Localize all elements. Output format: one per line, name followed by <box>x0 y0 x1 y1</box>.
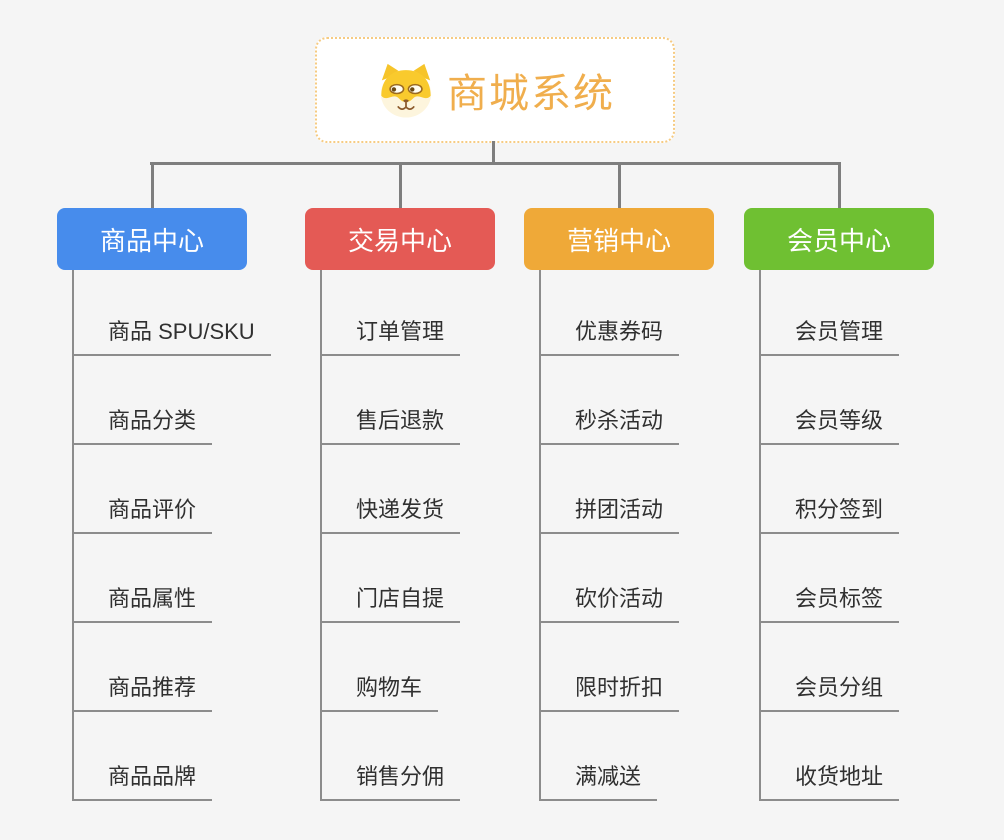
branch-header-marketing-center[interactable]: 营销中心 <box>524 208 714 270</box>
branch-header-member-center[interactable]: 会员中心 <box>744 208 934 270</box>
leaf-item-label: 商品评价 <box>74 492 213 534</box>
leaf-item[interactable]: 满减送 <box>541 712 679 801</box>
leaf-item-label: 收货地址 <box>761 759 900 801</box>
leaf-item[interactable]: 快递发货 <box>322 445 461 534</box>
leaf-item-label: 砍价活动 <box>541 581 680 623</box>
root-node[interactable]: 商城系统 <box>315 37 675 143</box>
root-stem-connector <box>492 141 495 163</box>
leaf-item[interactable]: 销售分佣 <box>322 712 461 801</box>
leaf-item-label: 商品分类 <box>74 403 213 445</box>
leaf-item-label: 购物车 <box>322 670 439 712</box>
leaf-item[interactable]: 售后退款 <box>322 356 461 445</box>
leaf-item-label: 订单管理 <box>322 314 461 356</box>
branch-bus-connector <box>150 162 841 165</box>
leaf-item-label: 会员标签 <box>761 581 900 623</box>
leaf-item[interactable]: 积分签到 <box>761 445 900 534</box>
leaf-item[interactable]: 会员等级 <box>761 356 900 445</box>
leaf-item[interactable]: 优惠券码 <box>541 270 680 356</box>
leaf-item[interactable]: 收货地址 <box>761 712 900 801</box>
branch-header-trade-center[interactable]: 交易中心 <box>305 208 495 270</box>
leaf-item-label: 商品推荐 <box>74 670 213 712</box>
branch-column-marketing-center: 优惠券码秒杀活动拼团活动砍价活动限时折扣满减送 <box>539 270 680 801</box>
leaf-item-label: 销售分佣 <box>322 759 461 801</box>
root-title: 商城系统 <box>447 72 615 116</box>
leaf-item-label: 满减送 <box>541 759 658 801</box>
branch-drop-connector <box>617 162 621 209</box>
leaf-item[interactable]: 会员分组 <box>761 623 900 712</box>
leaf-item[interactable]: 购物车 <box>322 623 460 712</box>
leaf-item[interactable]: 拼团活动 <box>541 445 680 534</box>
leaf-item-label: 门店自提 <box>322 581 461 623</box>
leaf-item[interactable]: 商品推荐 <box>74 623 271 712</box>
leaf-item[interactable]: 商品分类 <box>74 356 271 445</box>
branch-drop-connector <box>398 162 402 209</box>
leaf-item[interactable]: 会员标签 <box>761 534 900 623</box>
branch-drop-connector <box>150 162 154 209</box>
leaf-item-label: 秒杀活动 <box>541 403 680 445</box>
leaf-item[interactable]: 商品 SPU/SKU <box>74 270 271 356</box>
leaf-item[interactable]: 秒杀活动 <box>541 356 680 445</box>
leaf-item-label: 限时折扣 <box>541 670 680 712</box>
leaf-item[interactable]: 砍价活动 <box>541 534 680 623</box>
leaf-item-label: 快递发货 <box>322 492 461 534</box>
leaf-item-label: 商品品牌 <box>74 759 213 801</box>
branch-column-member-center: 会员管理会员等级积分签到会员标签会员分组收货地址 <box>759 270 900 801</box>
leaf-item-label: 优惠券码 <box>541 314 680 356</box>
leaf-item-label: 商品属性 <box>74 581 213 623</box>
leaf-item-label: 拼团活动 <box>541 492 680 534</box>
leaf-item-label: 商品 SPU/SKU <box>74 314 271 356</box>
shiba-dog-icon <box>375 61 437 119</box>
branch-column-trade-center: 订单管理售后退款快递发货门店自提购物车销售分佣 <box>320 270 461 801</box>
leaf-item[interactable]: 会员管理 <box>761 270 900 356</box>
leaf-item-label: 会员等级 <box>761 403 900 445</box>
branch-column-product-center: 商品 SPU/SKU 商品分类商品评价商品属性商品推荐商品品牌 <box>72 270 271 801</box>
leaf-item-label: 积分签到 <box>761 492 900 534</box>
leaf-item[interactable]: 商品评价 <box>74 445 271 534</box>
leaf-item[interactable]: 订单管理 <box>322 270 461 356</box>
leaf-item-label: 售后退款 <box>322 403 461 445</box>
leaf-item-label: 会员管理 <box>761 314 900 356</box>
branch-drop-connector <box>837 162 841 209</box>
leaf-item[interactable]: 商品品牌 <box>74 712 271 801</box>
leaf-item-label: 会员分组 <box>761 670 900 712</box>
leaf-item[interactable]: 限时折扣 <box>541 623 680 712</box>
leaf-item[interactable]: 门店自提 <box>322 534 461 623</box>
leaf-item[interactable]: 商品属性 <box>74 534 271 623</box>
branch-header-product-center[interactable]: 商品中心 <box>57 208 247 270</box>
